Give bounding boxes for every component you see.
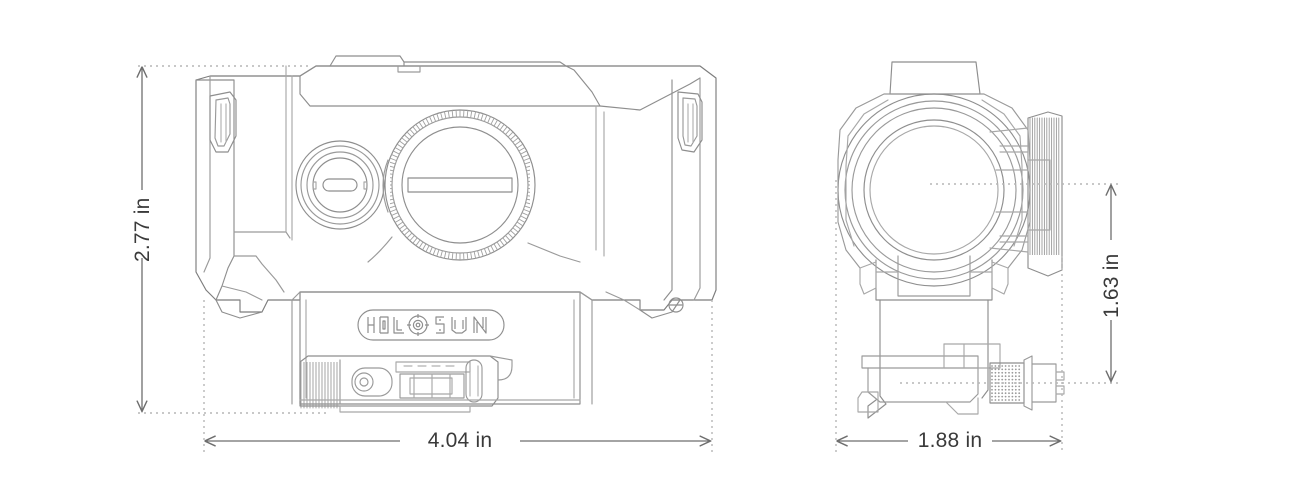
battery-cap-knurl-inner [391, 116, 529, 254]
thumbscrew-knurling [991, 365, 1021, 401]
hood-ring-3 [851, 107, 1017, 273]
mount-screw [668, 297, 684, 313]
housing-seam-left [285, 65, 293, 241]
left-wing-edge2 [845, 165, 855, 247]
control-button-left-inner [214, 97, 231, 147]
front-saddle [875, 259, 993, 301]
cam-center [409, 377, 453, 395]
top-shroud [299, 65, 601, 107]
lever-pivot-pin [359, 377, 369, 387]
button-ribs-left [220, 103, 227, 143]
brand-badge [357, 309, 505, 341]
dimension-lines [138, 65, 1118, 452]
turret-key-left [312, 181, 317, 190]
mount-block-left-chamfer [291, 291, 301, 405]
saddle-block-left [859, 261, 877, 295]
brand-wordmark [367, 314, 487, 336]
side-profile-view [195, 55, 717, 413]
lever-spring-housing [465, 359, 483, 403]
elevation-turret-ring2 [300, 145, 380, 225]
thumbscrew-notch-upper [1055, 371, 1065, 381]
control-button-right-inner [682, 97, 698, 147]
mount-bracket-top [943, 343, 1001, 369]
right-foot [639, 299, 681, 319]
turret-key-right [363, 181, 368, 190]
front-objective-view [837, 61, 1065, 419]
mount-block-outline [299, 291, 581, 405]
right-gusset [605, 291, 641, 311]
battery-cap-face [401, 126, 519, 244]
cap-tangent-lower [367, 236, 393, 263]
lever-hook [489, 355, 513, 381]
battery-cap-knurling [390, 110, 530, 260]
shroud-taper [599, 77, 701, 111]
ring-mid-band [1027, 159, 1051, 231]
spring-housing-lines [469, 365, 479, 397]
dimension-label-side-height: 2.77 in [131, 197, 154, 262]
mount-block-inner-edges [305, 299, 575, 399]
right-wing-edge [693, 77, 701, 301]
mount-foot-left-pad [857, 391, 879, 413]
left-foot [215, 299, 263, 319]
saddle-block-right [991, 261, 1009, 295]
mount-shoe [339, 405, 471, 413]
hood-ring-outer [837, 93, 1031, 287]
battery-cap-slot [407, 177, 513, 193]
front-left-wing-inner [845, 99, 889, 167]
dimension-label-side-length: 4.04 in [427, 429, 493, 452]
dimension-label-front-width: 1.88 in [917, 429, 983, 452]
front-top-shroud [889, 61, 981, 95]
dimension-label-front-height: 1.63 in [1100, 253, 1123, 318]
ring-step-lower [999, 235, 1029, 243]
right-wing-inner [663, 79, 673, 301]
front-right-wing-inner [981, 99, 1023, 167]
button-ribs-right [687, 103, 694, 143]
front-saddle-center [897, 255, 971, 297]
housing-seam-right [595, 105, 605, 257]
thumbscrew-notch-lower [1055, 385, 1065, 395]
shroud-notch [397, 65, 421, 73]
recoil-lug-rail [861, 355, 979, 369]
knurled-adjustment-ring[interactable] [1027, 111, 1063, 277]
hood-ring-2 [844, 100, 1024, 280]
lever-pivot-housing [351, 367, 393, 397]
lever-rail-upper [395, 361, 471, 373]
mount-block-right-chamfer [579, 291, 593, 405]
elevation-turret-slot [322, 178, 358, 192]
mount-foot-right-pad [945, 397, 979, 415]
elevation-turret-cap [312, 157, 368, 213]
left-wing-inner [195, 79, 235, 301]
control-button-right[interactable] [677, 91, 703, 153]
lever-pivot-ring [354, 372, 374, 392]
ring-bracket-lower [989, 211, 1029, 253]
cap-shadow-left [382, 159, 389, 213]
elevation-turret-outer[interactable] [295, 140, 385, 230]
mount-base-right [981, 299, 989, 399]
body-outline [195, 65, 717, 313]
elevation-turret-ring3 [306, 151, 374, 219]
left-foot-edge [221, 285, 263, 301]
mount-rib [943, 343, 965, 369]
objective-lens-ring [863, 119, 1005, 261]
thumbscrew-collar [1023, 355, 1033, 411]
front-left-wing [837, 93, 891, 161]
shroud-edge [403, 61, 567, 67]
left-wing-edge [203, 75, 211, 273]
ring-step-upper [999, 145, 1029, 153]
objective-lens-inner [869, 125, 999, 255]
mount-foot [867, 367, 979, 403]
adjustment-ring-knurling [1029, 117, 1060, 255]
mount-base-left [867, 299, 887, 419]
control-button-left[interactable] [209, 91, 237, 153]
top-shroud-tab [329, 55, 405, 67]
left-gusset [233, 255, 285, 293]
ring-bracket-upper [989, 127, 1029, 171]
quick-detach-mount-lever[interactable] [299, 355, 499, 407]
front-right-wing [979, 93, 1031, 161]
cap-tangent-right [527, 242, 581, 263]
front-left-wing-lower [837, 159, 861, 269]
left-shelf [233, 231, 291, 239]
